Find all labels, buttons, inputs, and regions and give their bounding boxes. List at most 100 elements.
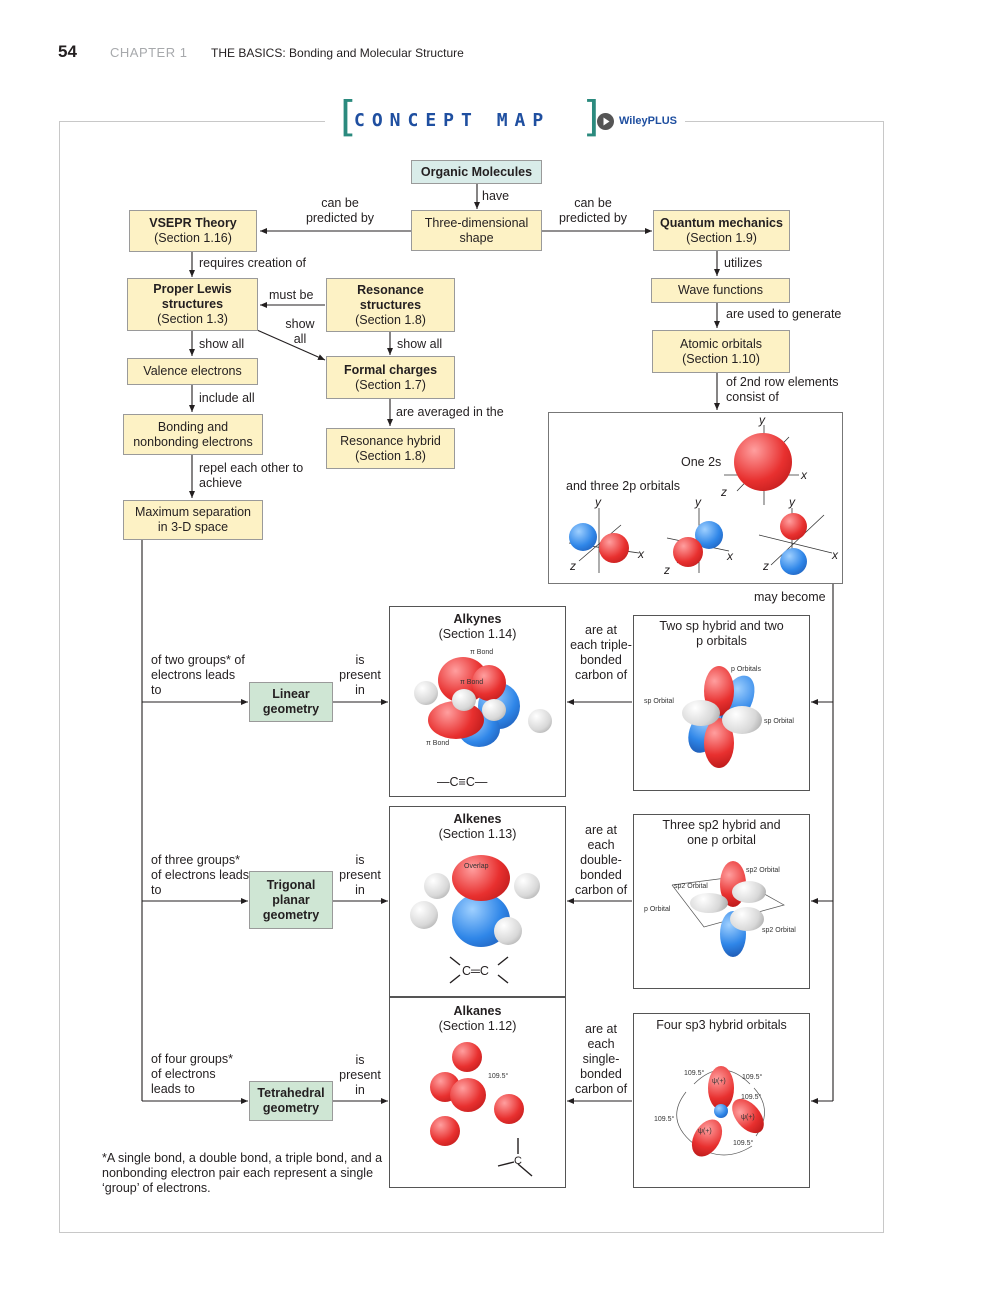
utilizes-label: utilizes [724, 256, 763, 270]
sp2-hybrid-panel: Three sp2 hybrid and one p orbital sp2 O… [633, 814, 810, 989]
sp3-hybrid-title: Four sp3 hybrid orbitals [656, 1018, 787, 1032]
axis-x-label: x [832, 548, 838, 562]
hydrogen-atom-icon [494, 917, 522, 945]
sp-orbital-label: sp Orbital [644, 698, 674, 705]
hybrid-section: (Section 1.8) [355, 448, 426, 463]
2pz-blue-lobe-icon [780, 548, 807, 575]
carbon-nucleus-icon [714, 1104, 728, 1118]
alkanes-title: Alkanes [453, 1004, 502, 1018]
axis-z-label: z [763, 559, 769, 573]
axis-z-label: z [721, 485, 727, 499]
axis-z-label: z [570, 559, 576, 573]
bonding-label: Bonding and nonbonding electrons [133, 419, 253, 449]
axis-y-label: y [759, 413, 765, 427]
sp2-orbital-icon [732, 881, 766, 903]
sp3-lobe-icon [452, 1042, 482, 1072]
left-bracket-icon: [ [340, 92, 357, 141]
requires-label: requires creation of [199, 256, 307, 270]
trigonal-label: Trigonal planar geometry [262, 877, 320, 922]
carbon-label: C [514, 1155, 522, 1167]
tetrahedral-box: Tetrahedral geometry [249, 1081, 333, 1121]
sp3-orbital-icon [708, 1066, 734, 1110]
double-bond-formula: C═C [462, 964, 489, 978]
p-orbitals-label: p Orbitals [731, 666, 761, 673]
resonance-hybrid-box: Resonance hybrid (Section 1.8) [326, 428, 455, 469]
sp2-plane-icon [671, 876, 785, 928]
hydrogen-atom-icon [528, 709, 552, 733]
wave-functions-label: Wave functions [678, 283, 763, 297]
overlap-label: Overlap [464, 863, 489, 870]
organic-molecules-label: Organic Molecules [420, 164, 533, 179]
axis-x-label: x [801, 468, 807, 482]
hydrogen-atom-icon [410, 901, 438, 929]
sp2-orbital-label: sp2 Orbital [762, 927, 796, 934]
two-groups-label: of two groups* of electrons leads to [151, 653, 245, 697]
psi-label: ψ(+) [741, 1114, 755, 1121]
sp-hybrid-panel: Two sp hybrid and two p orbitals p Orbit… [633, 615, 810, 791]
play-icon[interactable] [597, 113, 614, 130]
predicted-right-label: can be predicted by [558, 196, 628, 225]
title-background [325, 95, 685, 145]
bonding-box: Bonding and nonbonding electrons [123, 414, 263, 455]
show-all-left-label: show all [199, 337, 245, 351]
2pz-red-lobe-icon [780, 513, 807, 540]
quantum-section: (Section 1.9) [686, 230, 757, 245]
angle-label: 109.5° [741, 1094, 762, 1101]
right-bracket-icon: ] [583, 92, 600, 141]
valence-label: Valence electrons [143, 364, 242, 378]
resonance-box: Resonance structures (Section 1.8) [326, 278, 455, 332]
each-single-label: are at each single-bonded carbon of [574, 1022, 628, 1096]
alkynes-section: (Section 1.14) [438, 627, 517, 641]
angle-label: 109.5° [742, 1074, 763, 1081]
include-all-label: include all [199, 391, 255, 405]
angle-label: 109.5° [733, 1140, 754, 1147]
axis-y-label: y [789, 495, 795, 509]
alkenes-panel: Alkenes (Section 1.13) Overlap C═C [389, 806, 566, 997]
axis-y-label: y [695, 495, 701, 509]
pi-lobe-red-icon [472, 665, 506, 701]
psi-label: ψ(+) [698, 1128, 712, 1135]
carbon-atom-icon [482, 699, 506, 721]
bond-angle-label: 109.5° [488, 1073, 509, 1080]
predicted-left-label: can be predicted by [305, 196, 375, 225]
is-present-1-label: is present in [339, 653, 381, 697]
four-groups-label: of four groups* of electrons leads to [151, 1052, 233, 1096]
formal-section: (Section 1.7) [355, 377, 426, 392]
sp2-orbital-icon [690, 893, 728, 913]
angle-label: 109.5° [684, 1070, 705, 1077]
sp-orbital-icon [682, 700, 720, 726]
have-label: have [482, 189, 510, 203]
axis-x-label: x [727, 549, 733, 563]
three-d-shape-label: Three-dimensional shape [424, 215, 529, 245]
sp2-hybrid-title: Three sp2 hybrid and one p orbital [662, 818, 781, 847]
sp2-orbital-label: sp2 Orbital [746, 867, 780, 874]
2s-orbital-icon [734, 433, 792, 491]
hybrid-title: Resonance hybrid [340, 433, 441, 448]
valence-box: Valence electrons [127, 358, 258, 385]
carbon-center-icon [450, 1078, 486, 1112]
tetrahedral-carbon-icon [497, 1138, 533, 1177]
wileyplus-link[interactable]: WileyPLUS [619, 115, 677, 127]
atomic-section: (Section 1.10) [682, 351, 760, 366]
sp-orbital-label: sp Orbital [764, 718, 794, 725]
resonance-section: (Section 1.8) [355, 312, 426, 327]
formal-charges-box: Formal charges (Section 1.7) [326, 356, 455, 399]
alkynes-title: Alkynes [453, 612, 502, 626]
max-separation-label: Maximum separation in 3-D space [134, 505, 251, 534]
three-d-shape-box: Three-dimensional shape [411, 210, 542, 251]
used-to-generate-label: are used to generate [726, 307, 842, 321]
vsepr-box: VSEPR Theory (Section 1.16) [129, 210, 257, 252]
p-overlap-red-icon [452, 855, 510, 901]
sp3-lobe-icon [430, 1116, 460, 1146]
lewis-section: (Section 1.3) [157, 312, 228, 326]
organic-molecules-box: Organic Molecules [411, 160, 542, 184]
lewis-box: Proper Lewis structures (Section 1.3) [127, 278, 258, 331]
2px-red-lobe-icon [599, 533, 629, 563]
is-present-2-label: is present in [339, 853, 381, 897]
axis-z-label: z [664, 563, 670, 577]
chapter-label: CHAPTER 1 [110, 45, 188, 60]
sp-hybrid-title: Two sp hybrid and two p orbitals [659, 619, 784, 648]
pi-bond-label: π Bond [470, 649, 494, 656]
triple-bond-formula: —C≡C— [437, 775, 488, 789]
